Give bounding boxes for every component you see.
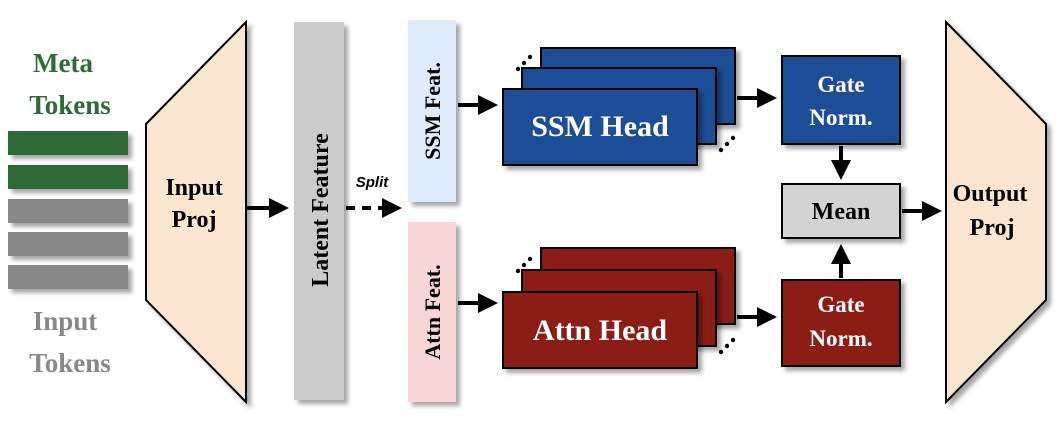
attn-head-front <box>502 291 698 369</box>
input-tokens-label-line2: Tokens <box>29 348 111 378</box>
meta-token-bar <box>8 165 128 189</box>
output-proj-block <box>945 19 1047 405</box>
gate-norm-top-block <box>781 55 901 145</box>
latent-feature-label: Latent Feature <box>308 133 334 287</box>
ellipsis-dot <box>730 135 736 141</box>
ellipsis-dot <box>515 66 521 72</box>
meta-token-bar <box>8 131 128 155</box>
mean-block <box>781 183 901 239</box>
input-token-bar <box>8 265 128 289</box>
gate-norm-bottom-block <box>781 279 901 367</box>
ellipsis-dot <box>724 141 730 147</box>
ssm-feat-label: SSM Feat. <box>420 62 445 160</box>
split-label: Split <box>356 174 390 191</box>
mean-label: Mean <box>812 199 871 225</box>
output-proj-label-line1: Output <box>953 181 1028 207</box>
ellipsis-dot <box>521 262 527 268</box>
attn-head-stack: Attn Head <box>502 247 736 369</box>
ellipsis-dot <box>521 60 527 66</box>
attn-feat-label: Attn Feat. <box>420 264 445 359</box>
input-proj-label-line2: Proj <box>172 207 217 233</box>
ellipsis-dot <box>730 337 736 343</box>
ellipsis-dot <box>724 343 730 349</box>
ssm-head-stack: SSM Head <box>502 47 736 166</box>
ellipsis-dot <box>718 349 724 355</box>
meta-tokens-label-line2: Tokens <box>29 90 111 120</box>
ellipsis-dot <box>718 147 724 153</box>
input-proj-label-line1: Input <box>165 175 222 201</box>
ellipsis-dot <box>527 256 533 262</box>
ssm-head-label: SSM Head <box>531 110 669 143</box>
ssm-head-front <box>502 88 698 166</box>
ellipsis-dot <box>527 54 533 60</box>
gate-norm-top-label-line2: Norm. <box>809 105 872 130</box>
attn-head-label: Attn Head <box>533 314 667 347</box>
gate-norm-bottom-label-line1: Gate <box>817 292 864 317</box>
input-token-bar <box>8 232 128 256</box>
meta-tokens-label-line1: Meta <box>33 48 93 78</box>
output-proj-label-line2: Proj <box>970 215 1015 241</box>
latent-feature-block <box>294 22 344 400</box>
input-tokens-label-line1: Input <box>33 306 98 336</box>
input-token-bar <box>8 199 128 223</box>
ssm-feat-block <box>408 20 456 202</box>
gate-norm-bottom-label-line2: Norm. <box>809 326 872 351</box>
input-proj-block <box>145 19 247 405</box>
token-stack <box>8 131 128 289</box>
attn-feat-block <box>408 222 456 402</box>
gate-norm-top-label-line1: Gate <box>817 72 864 97</box>
ellipsis-dot <box>515 268 521 274</box>
